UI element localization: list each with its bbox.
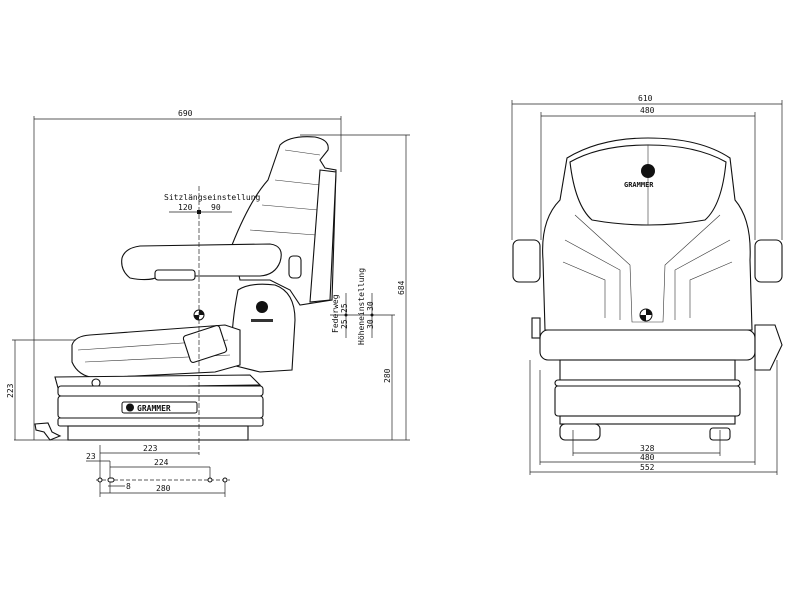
dim-base-width: 480 xyxy=(640,453,655,462)
front-grammer-logo-icon xyxy=(641,164,655,178)
suspension-label: Federweg xyxy=(331,294,340,333)
dim-overall-length: 690 xyxy=(178,109,193,118)
height-adjust-down-value: 30 xyxy=(366,319,375,329)
dim-hole-span: 280 xyxy=(156,484,171,493)
front-dimensions: 610 480 328 480 552 xyxy=(511,94,783,475)
dim-backrest-width: 480 xyxy=(640,106,655,115)
dim-left-height: 223 xyxy=(6,383,15,398)
side-view: GRAMMER 690 684 223 280 xyxy=(6,109,410,497)
height-adjust-up-value: 30 xyxy=(366,301,375,311)
height-adjust-label: Höheneinstellung xyxy=(357,268,366,345)
seat-adjust-label: Sitzlängseinstellung xyxy=(164,193,261,202)
front-view: GRAMMER 610 480 xyxy=(511,94,783,475)
dim-base-inner: 328 xyxy=(640,444,655,453)
dim-slot-width: 8 xyxy=(126,482,131,491)
front-brand-label: GRAMMER xyxy=(624,181,654,189)
side-dimensions: 690 684 223 280 Federweg 25 25 Höheneins… xyxy=(6,109,410,497)
front-seat-outline: GRAMMER xyxy=(512,137,783,441)
suspension-up-value: 25 xyxy=(340,303,349,313)
seat-adjust-fwd-value: 90 xyxy=(211,203,221,212)
dim-base-offset: 223 xyxy=(143,444,158,453)
side-brand-label: GRAMMER xyxy=(137,404,171,413)
dim-overall-height: 684 xyxy=(397,280,406,295)
side-seat-outline: GRAMMER xyxy=(34,136,337,441)
dim-right-height: 280 xyxy=(383,368,392,383)
grammer-logo-icon xyxy=(256,301,268,313)
dim-hole-pitch: 224 xyxy=(154,458,169,467)
suspension-down-value: 25 xyxy=(340,319,349,329)
dim-hole-offset: 23 xyxy=(86,452,96,461)
dim-base-outer: 552 xyxy=(640,463,655,472)
seat-adjust-back-value: 120 xyxy=(178,203,193,212)
dim-overall-width: 610 xyxy=(638,94,653,103)
